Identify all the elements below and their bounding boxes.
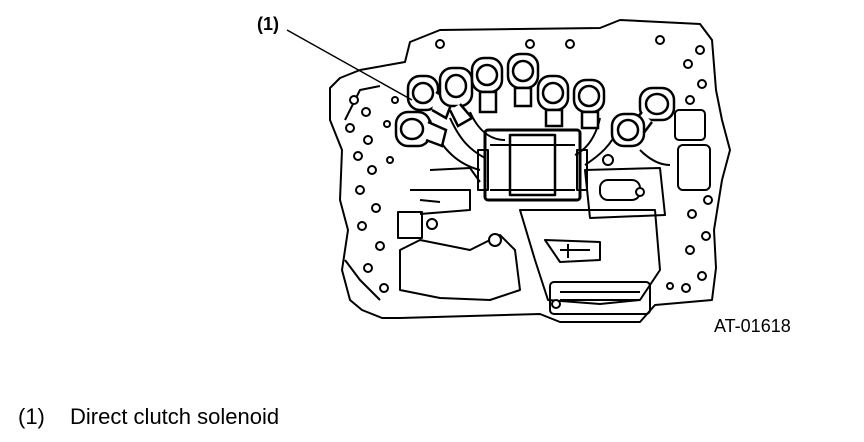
wire-harness — [429, 111, 621, 171]
lower-block — [549, 281, 651, 315]
valve-body-plate — [329, 19, 731, 323]
legend-item-number: (1) — [18, 404, 45, 429]
callout-label: (1) — [257, 14, 279, 34]
mounting-holes — [345, 35, 713, 309]
callout-leader — [286, 29, 413, 101]
right-pad-2 — [677, 144, 711, 191]
legend-item-text: Direct clutch solenoid — [70, 404, 280, 429]
left-channel — [399, 234, 521, 301]
right-housing — [584, 167, 666, 219]
figure-code: AT-01618 — [714, 316, 791, 336]
connector-block — [483, 128, 582, 202]
lower-plate — [519, 209, 661, 305]
right-pad — [674, 109, 706, 141]
solenoids — [394, 52, 676, 148]
solenoid-direct-clutch — [394, 110, 448, 148]
legend: (1) Direct clutch solenoid — [18, 404, 279, 430]
plate-edge — [344, 85, 381, 301]
